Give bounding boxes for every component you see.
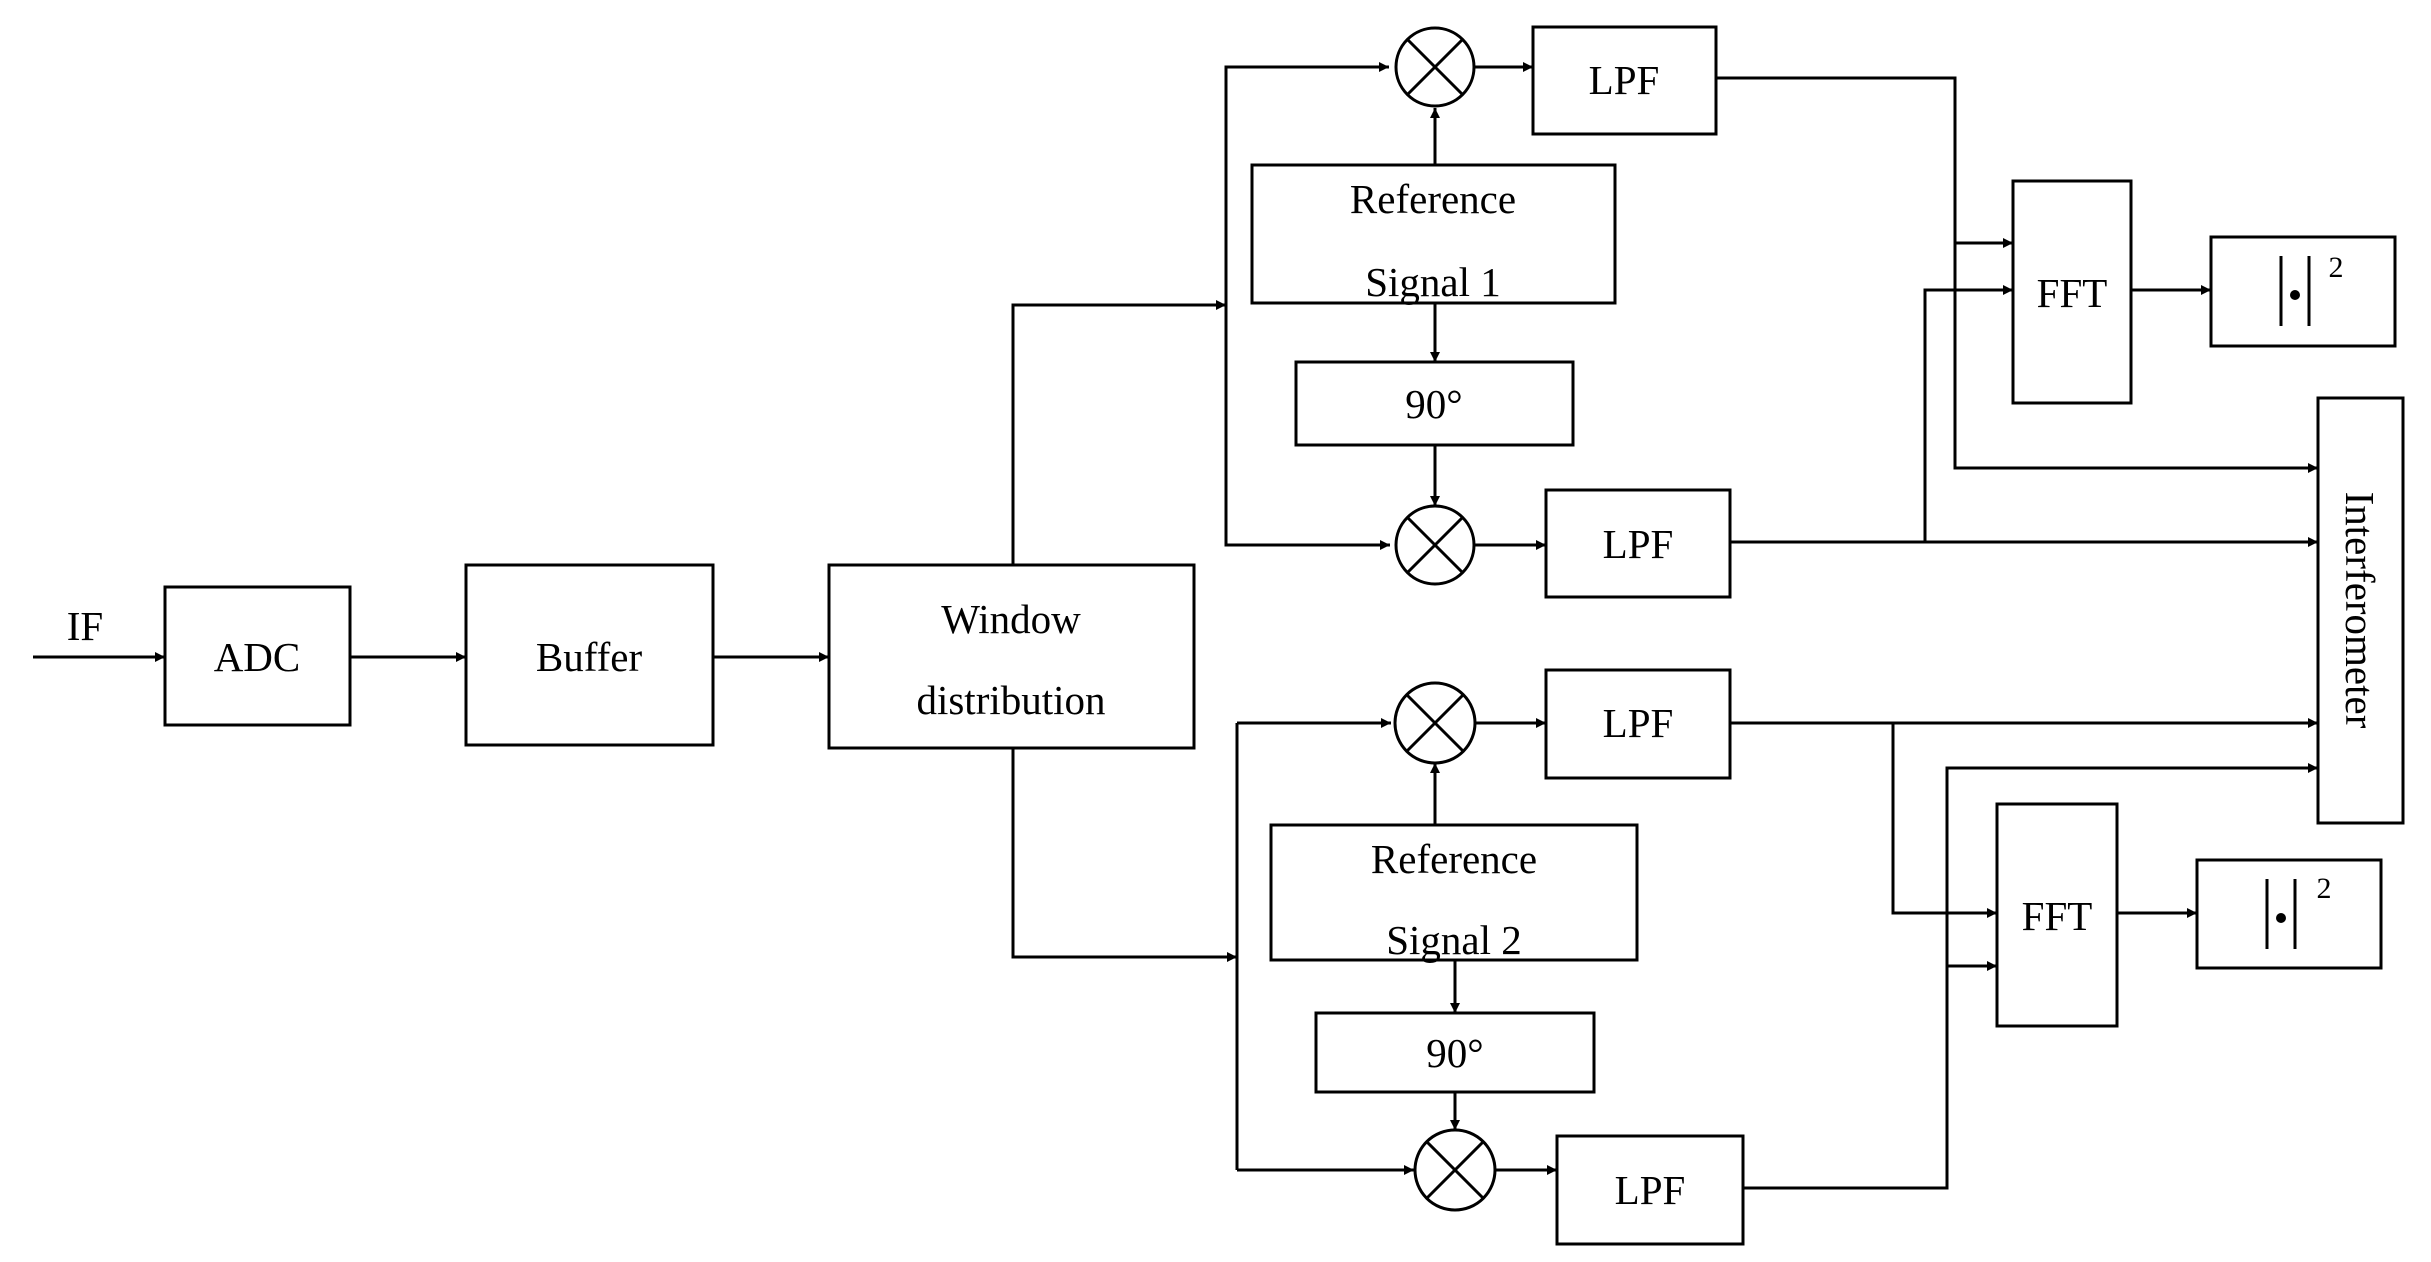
adc-label: ADC — [214, 634, 301, 680]
lpf-4-label: LPF — [1615, 1167, 1686, 1213]
interferometer-label: Interferometer — [2337, 492, 2383, 729]
lpf-4-to-interferometer-arrow — [1743, 763, 2318, 1190]
lpf-2-label: LPF — [1603, 521, 1674, 567]
lpf-3-block: LPF — [1544, 668, 1732, 780]
lpf-1-block: LPF — [1531, 25, 1718, 136]
magnitude-1-exponent: 2 — [2329, 251, 2344, 284]
window-label-line1: Window — [941, 596, 1081, 642]
interferometer-block: Interferometer — [2316, 396, 2405, 825]
phase-shift-2-label: 90° — [1426, 1030, 1483, 1076]
window-to-lower-branch-arrow — [1011, 748, 1237, 962]
lpf-1-output-line — [1716, 76, 1957, 243]
mixer-1 — [1394, 26, 1476, 108]
reference-signal-2-block: Reference Signal 2 — [1269, 823, 1639, 963]
ref2-label-line1: Reference — [1371, 836, 1537, 882]
lpf-1-to-interferometer-arrow — [1953, 243, 2318, 473]
ref2-label-line2: Signal 2 — [1386, 917, 1522, 963]
ref1-label-line2: Signal 1 — [1365, 259, 1501, 305]
window-distribution-block: Window distribution — [827, 563, 1196, 750]
mixer-3 — [1393, 681, 1477, 765]
mixer-2 — [1394, 504, 1476, 586]
lpf-2-to-fft-1-arrow — [1923, 285, 2013, 542]
magnitude-squared-2-block: 2 — [2195, 858, 2383, 970]
magnitude-squared-1-block: 2 — [2209, 235, 2397, 348]
ref1-label-line1: Reference — [1350, 176, 1516, 222]
phase-shift-1-label: 90° — [1405, 381, 1462, 427]
fft-1-block: FFT — [2011, 179, 2133, 405]
lpf-4-block: LPF — [1555, 1134, 1745, 1246]
lpf-1-label: LPF — [1589, 57, 1660, 103]
lpf-2-block: LPF — [1544, 488, 1732, 599]
magnitude-2-exponent: 2 — [2317, 872, 2332, 905]
lpf-3-label: LPF — [1603, 700, 1674, 746]
adc-block: ADC — [163, 585, 352, 727]
abs-dot — [2290, 290, 2300, 300]
window-label-line2: distribution — [916, 677, 1105, 723]
mixer-4 — [1413, 1128, 1497, 1212]
fft-2-block: FFT — [1995, 802, 2119, 1028]
upper-split-line — [1224, 65, 1388, 547]
abs-dot — [2276, 913, 2286, 923]
if-input-label: IF — [67, 603, 103, 649]
window-to-upper-branch-arrow — [1011, 300, 1226, 565]
phase-shift-1-block: 90° — [1294, 360, 1575, 447]
reference-signal-1-block: Reference Signal 1 — [1250, 163, 1617, 305]
buffer-label: Buffer — [536, 634, 643, 680]
lpf-3-to-fft-2-arrow — [1891, 723, 1997, 918]
connectors — [33, 62, 2318, 1190]
fft-2-label: FFT — [2022, 893, 2093, 939]
fft-1-label: FFT — [2037, 270, 2108, 316]
phase-shift-2-block: 90° — [1314, 1011, 1596, 1094]
buffer-block: Buffer — [464, 563, 715, 747]
